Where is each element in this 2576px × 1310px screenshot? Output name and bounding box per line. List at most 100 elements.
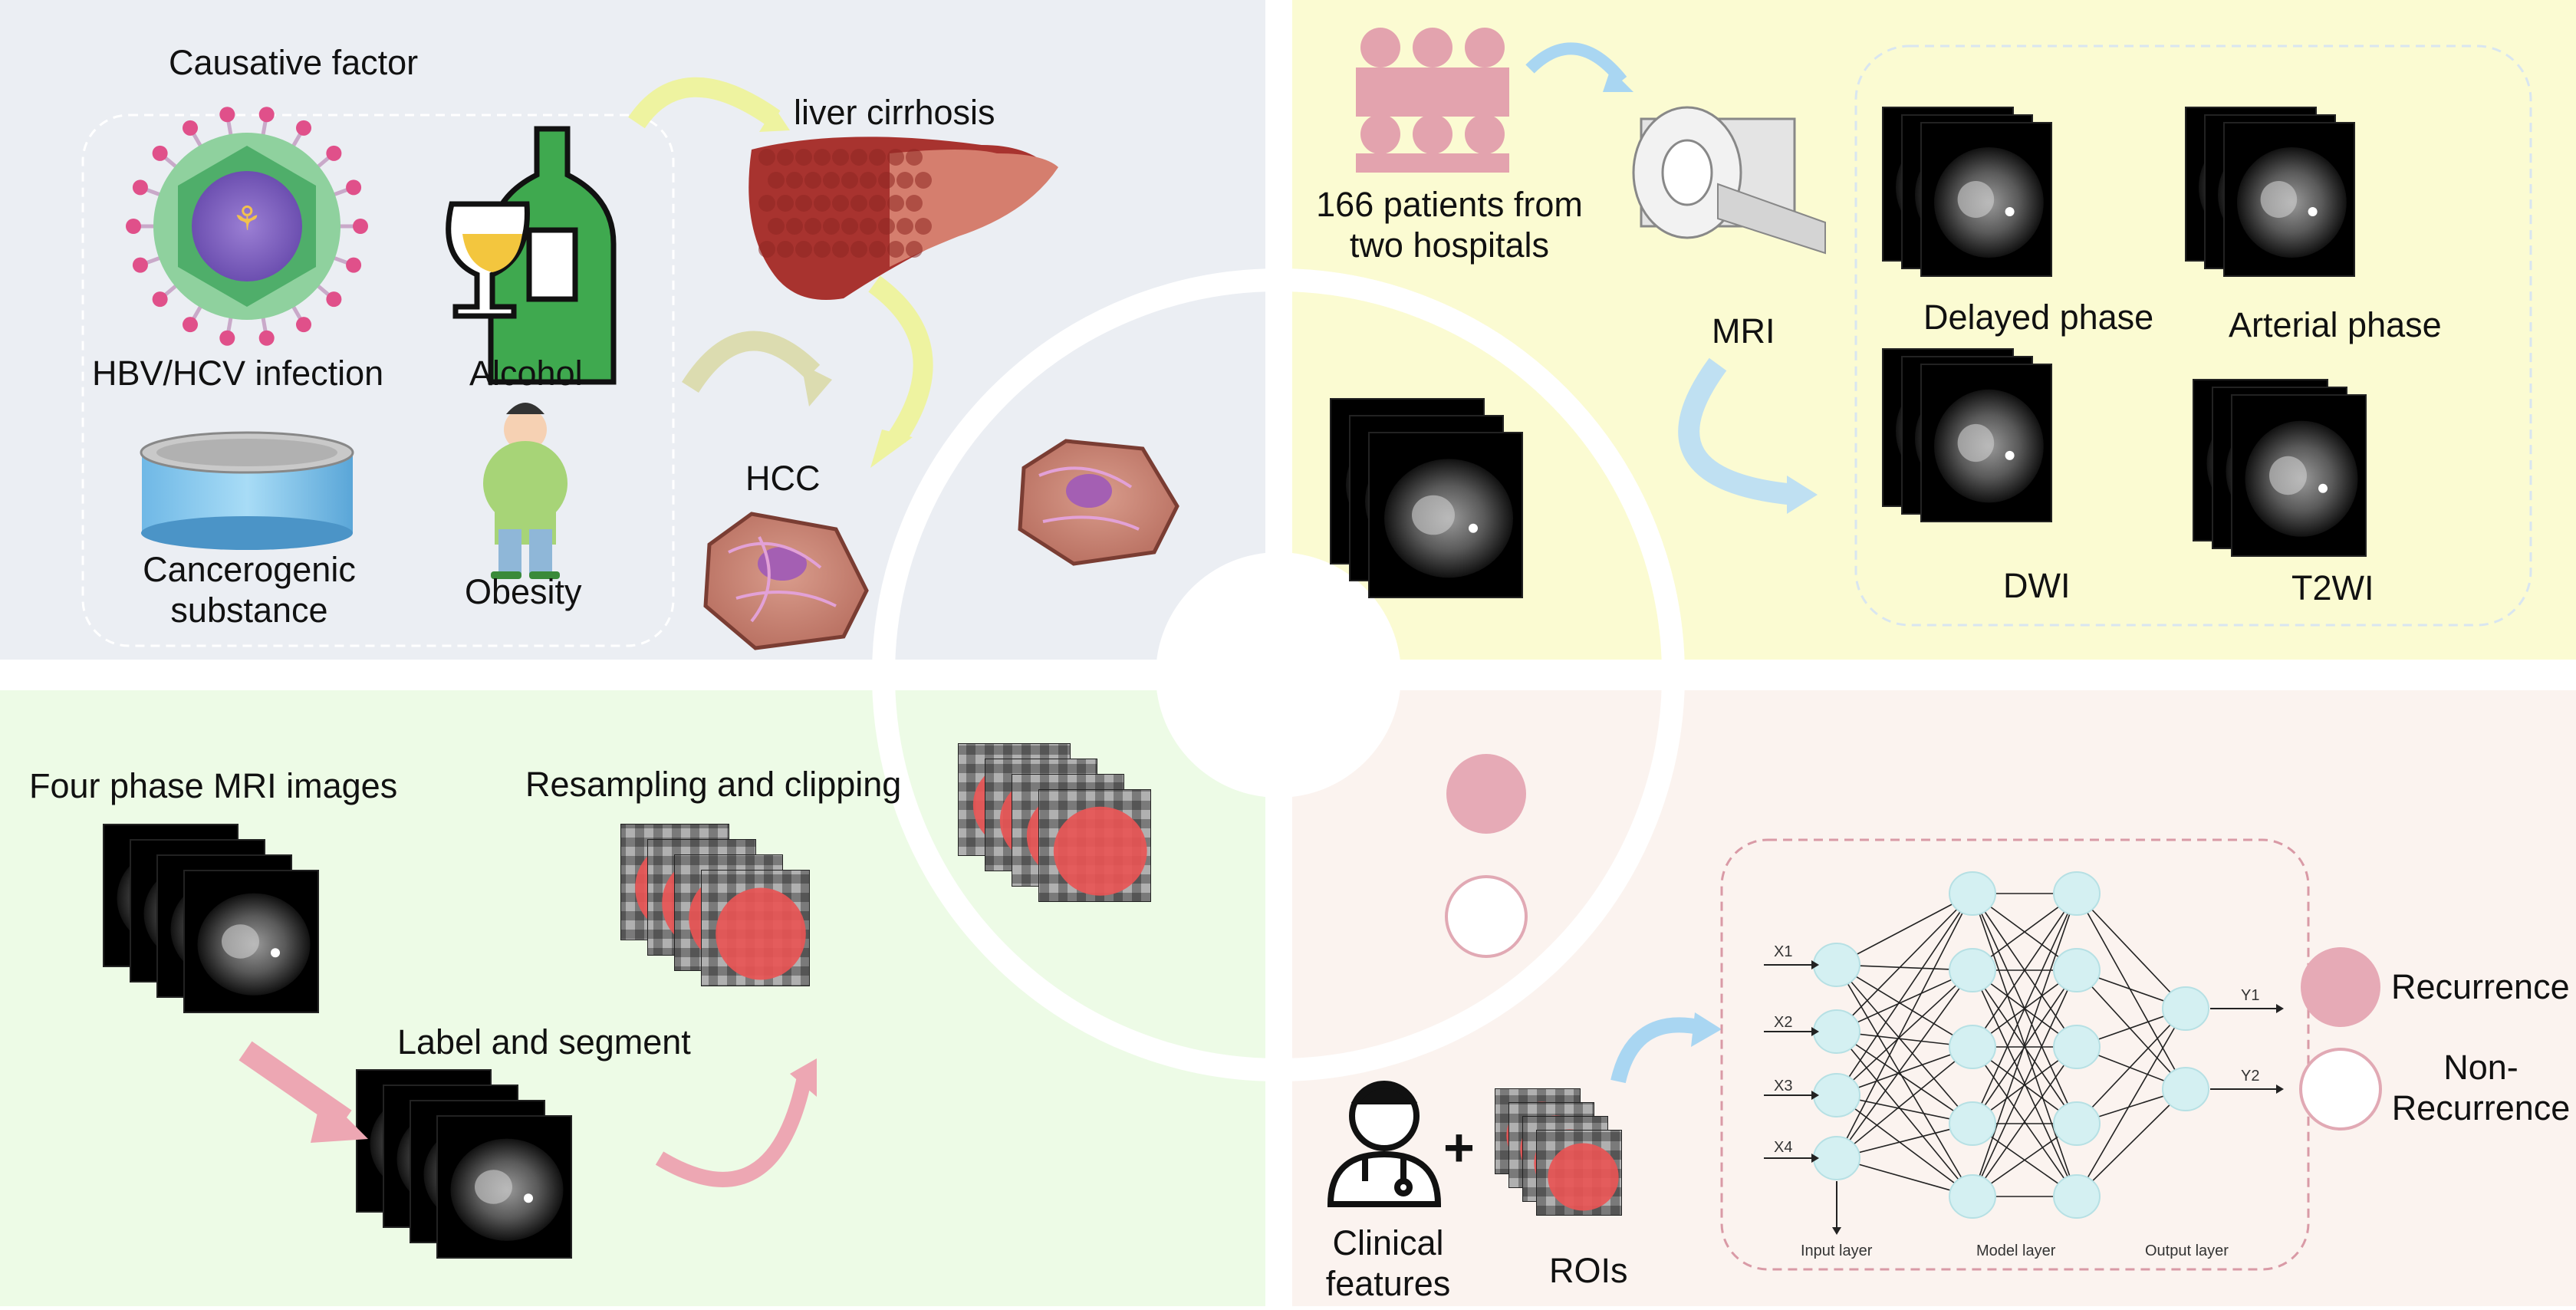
clipped-roi-slice-4 [1038,789,1151,902]
nn-edge [1972,893,2078,1197]
nn-edge [1836,1031,1973,1197]
legend-recurrence-circle [2301,947,2380,1027]
mri-label: MRI [1712,311,1775,351]
patients-icon [1356,28,1509,173]
legend-recurrence-circle-upper [1446,754,1526,834]
hcc-label: HCC [745,459,821,498]
alcohol-label: Alcohol [469,354,583,393]
nn-node-layer1-2 [1813,1009,1860,1054]
non-recurrence-line1: Non- [2443,1048,2518,1087]
nn-edge [1972,1046,2078,1197]
nn-edge [1836,1031,1973,1124]
carcinogen-line2: substance [170,591,328,630]
nn-edge [1836,1046,1973,1096]
input-x3-label: X3 [1774,1078,1793,1094]
recurrence-label: Recurrence [2391,967,2570,1006]
arrow-patients-to-mri [1525,42,1627,85]
hcc-cell-right-icon [1018,439,1179,566]
delayed-phase-image-slice-3 [1920,122,2052,277]
nn-edge [1836,1046,1973,1159]
nn-node-layer3-1 [2053,871,2101,916]
arterial-phase-label: Arterial phase [2229,305,2442,344]
nn-node-layer3-4 [2053,1101,2101,1146]
clinical-features-label: Clinical features [1311,1223,1465,1304]
nn-node-layer2-3 [1949,1025,1996,1069]
non-recurrence-label: Non- Recurrence [2381,1047,2576,1128]
output-y2-label: Y2 [2241,1068,2260,1085]
nn-edge [1836,893,1973,1096]
output-arrowhead-2 [2276,1085,2284,1094]
nn-edge [1836,969,1973,1159]
input-arrowhead-2 [1811,1027,1819,1036]
nn-edge [1836,1094,1973,1197]
nn-edge [1972,969,2078,1124]
plus-sign: + [1443,1117,1475,1177]
legend-nonrecurrence-circle-upper [1445,875,1528,958]
nn-edge [1836,964,1973,1197]
hcc-cell-left-icon [703,512,869,650]
roi-slice-4 [1536,1130,1622,1216]
patients-label: 166 patients from two hospitals [1296,184,1603,265]
legend-nonrecurrence-circle [2299,1048,2382,1131]
cirrhosis-label: liver cirrhosis [794,93,995,132]
nn-node-layer2-2 [1949,948,1996,992]
nn-edge [1836,969,1973,1032]
carcinogen-line1: Cancerogenic [143,550,356,589]
patients-line1: 166 patients from [1316,185,1583,224]
causative-factor-title: Causative factor [169,43,419,82]
nn-node-layer4-2 [2162,1067,2209,1111]
doctor-icon [1327,1081,1442,1207]
obesity-label: Obesity [465,572,582,611]
nn-edge [1972,969,2078,1197]
nn-edge [1836,893,1973,1159]
obese-person-icon [483,403,568,579]
nn-edge [1836,893,1973,966]
nn-edge [2076,1088,2186,1197]
t2wi-image-slice-3 [2231,394,2367,557]
arterial-phase-image-slice-3 [2223,122,2355,277]
infection-label: HBV/HCV infection [92,354,384,393]
clinical-line2: features [1325,1264,1451,1304]
four-phase-label: Four phase MRI images [29,766,398,805]
nn-node-layer3-5 [2053,1174,2101,1219]
label-segment-label: Label and segment [397,1022,691,1061]
cirrhotic-liver-icon [748,137,1058,300]
input-arrowhead-3 [1811,1091,1819,1100]
input-x1-label: X1 [1774,943,1793,960]
arrow-mri-to-phases [1678,357,1796,505]
causative-factor-box [81,114,675,647]
nn-node-layer4-1 [2162,986,2209,1031]
nn-edge [2076,969,2186,1090]
input-layer-arrowhead [1832,1227,1841,1235]
output-arrowhead-1 [2276,1004,2284,1013]
output-layer-label: Output layer [2145,1243,2229,1259]
input-arrowhead-1 [1811,960,1819,969]
nn-node-layer1-4 [1813,1136,1860,1180]
mri-phases-box [1854,44,2532,627]
clinical-line1: Clinical [1332,1223,1444,1262]
center-outer-ring [872,268,1685,1081]
nn-edge [1972,893,2078,1124]
nn-node-layer1-3 [1813,1073,1860,1117]
nn-edge [2076,893,2186,1090]
input-x4-label: X4 [1774,1139,1793,1156]
alcohol-icon [446,126,617,385]
arrow-cirrhosis-to-hcc [868,275,933,443]
mri-sample-image-slice-3 [1368,432,1523,598]
model-layer-label: Model layer [1976,1243,2056,1259]
nn-edge [1836,964,1973,1048]
arrow-to-cirrhosis [628,77,781,129]
arrow-factors-to-hcc [682,331,821,393]
nn-node-layer1-1 [1813,943,1860,987]
arrow-segment-to-resample [655,1072,813,1187]
mri-scanner-icon [1632,106,1826,255]
resampled-roi-slice-4 [701,870,810,986]
nn-node-layer2-4 [1949,1101,1996,1146]
nn-edge [1836,964,1973,1124]
input-layer-label: Input layer [1801,1243,1873,1259]
t2wi-label: T2WI [2291,568,2374,607]
nn-edge [1972,893,2078,1048]
four-phase-image-slice-4 [183,870,319,1013]
